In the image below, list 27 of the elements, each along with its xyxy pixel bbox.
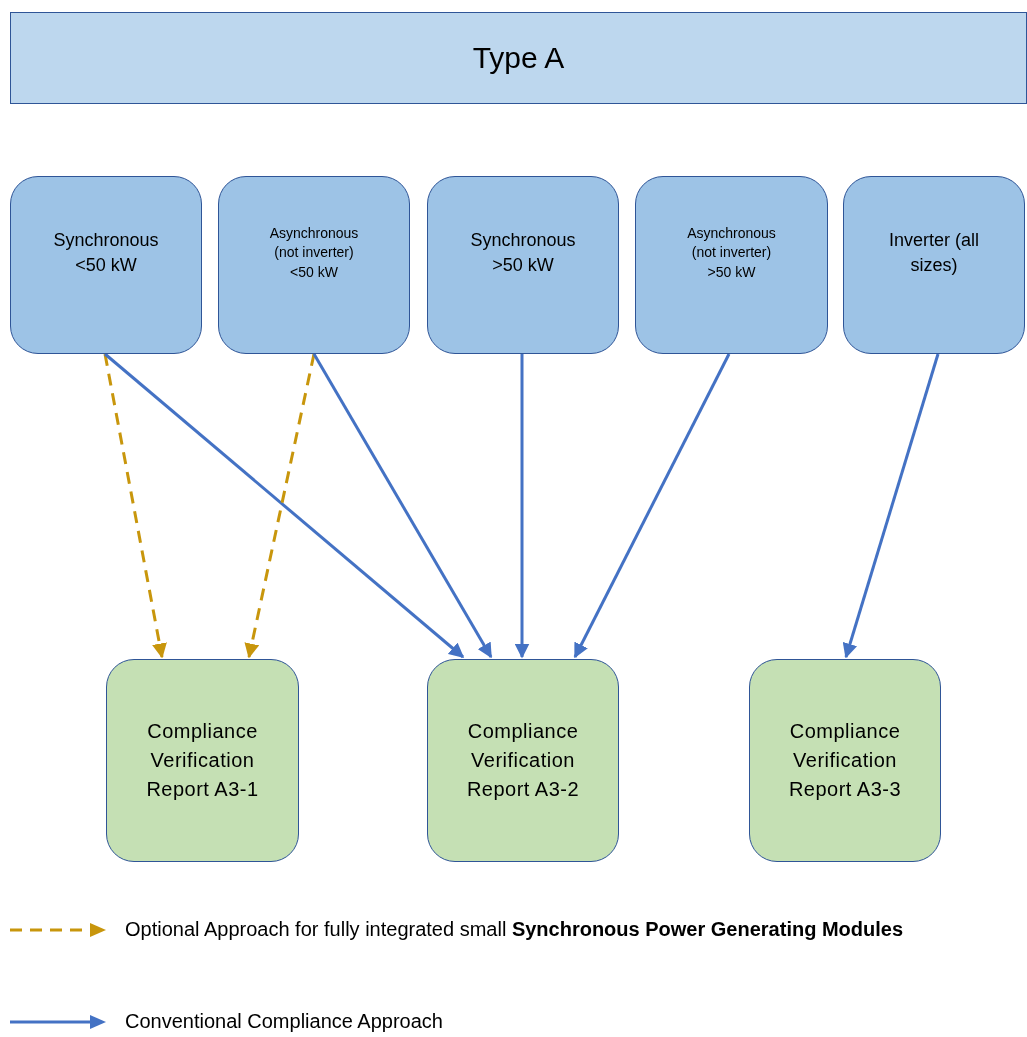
box-label: Asynchronous (not inverter) <50 kW [268,223,360,282]
rounded-box [218,176,410,354]
rounded-box [427,176,619,354]
box-label: Asynchronous (not inverter) >50 kW [686,223,777,282]
rounded-box [843,176,1025,354]
box-label: Synchronous >50 kW [469,228,577,277]
arrow [842,353,940,659]
dashed-arrow [244,353,316,659]
box-label: Inverter (all sizes) [888,228,980,277]
box-label: Compliance Verification Report A3-1 [145,719,260,802]
rounded-box [635,176,828,354]
box-label: Synchronous <50 kW [52,228,160,277]
rounded-box [749,659,941,862]
header-band [10,12,1027,104]
rounded-box [10,176,202,354]
legend-text: Conventional Compliance Approach [125,1009,444,1034]
arrow [104,352,465,659]
box-label: Compliance Verification Report A3-3 [787,719,903,802]
heading: Type A [472,40,565,76]
arrow [312,353,493,659]
arrow [514,354,530,659]
rounded-box [427,659,619,862]
box-label: Compliance Verification Report A3-2 [465,719,581,802]
dashed-arrow [103,353,167,659]
arrow [573,353,731,659]
rounded-box [106,659,299,862]
legend-text: Optional Approach for fully integrated small Synchronous Power Generating Modules [125,917,905,942]
